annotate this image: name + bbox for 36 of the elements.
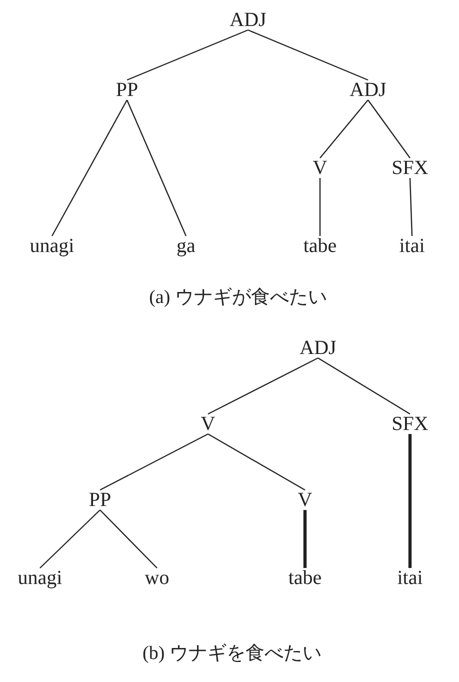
tree-label: unagi [16, 567, 64, 589]
tree-label: SFX [390, 157, 430, 179]
tree-label: itai [396, 567, 424, 589]
tree-branch [208, 357, 318, 415]
tree-branch [409, 178, 413, 236]
caption: (a) ウナギが食べたい [149, 286, 327, 310]
tree-branch [208, 433, 306, 491]
tree-branch [318, 357, 410, 415]
tree-branch [319, 178, 321, 236]
tree-label: unagi [28, 235, 76, 257]
tree-branch [248, 29, 368, 81]
tree-branch [303, 510, 307, 568]
tree-label: tabe [287, 567, 323, 589]
tree-branch [320, 100, 368, 158]
tree-label: PP [88, 489, 112, 511]
tree-branch [126, 100, 187, 236]
tree-label: ADJ [298, 337, 338, 359]
tree-label: SFX [390, 413, 430, 435]
tree-label: tabe [302, 235, 338, 257]
tree-branch [126, 29, 248, 81]
tree-branch [100, 510, 158, 568]
tree-branch [40, 510, 100, 568]
tree-label: itai [398, 235, 426, 257]
tree-label: V [312, 157, 328, 179]
tree-label: ADJ [348, 79, 388, 101]
tree-branch [100, 433, 208, 491]
tree-label: V [296, 489, 314, 511]
tree-label: PP [114, 79, 140, 101]
tree-label: V [200, 413, 216, 435]
tree-branch [408, 434, 412, 568]
tree-branch [368, 100, 410, 158]
tree-label: ADJ [228, 9, 268, 31]
tree-label: wo [144, 567, 170, 589]
tree-branch [51, 100, 128, 236]
caption: (b) ウナギを食べたい [142, 642, 322, 666]
tree-label: ga [176, 235, 196, 257]
